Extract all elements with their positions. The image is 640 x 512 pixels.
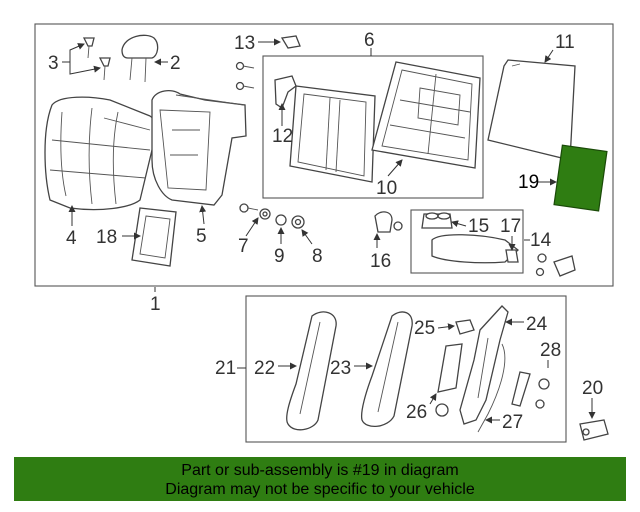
pocket-panel[interactable] xyxy=(131,207,177,267)
callout-11: 11 xyxy=(555,32,575,53)
cover-13[interactable] xyxy=(280,35,301,49)
callout-13: 13 xyxy=(234,33,255,54)
callout-27: 27 xyxy=(502,412,523,433)
striker-28[interactable] xyxy=(511,371,531,407)
side-trim-23[interactable] xyxy=(360,311,413,427)
cup-holder-15[interactable] xyxy=(421,212,453,229)
callout-labels: 1 2 3 4 5 6 7 8 9 10 11 12 13 14 15 16 1… xyxy=(48,30,603,433)
callout-28: 28 xyxy=(540,340,561,361)
vehicle-fit-banner: Part or sub-assembly is #19 in diagram D… xyxy=(14,457,626,501)
callout-10: 10 xyxy=(376,178,397,199)
callout-25: 25 xyxy=(414,318,435,339)
banner-line-2: Diagram may not be specific to your vehi… xyxy=(165,481,475,498)
seat-back-frame-assembly[interactable] xyxy=(274,75,376,183)
callout-2: 2 xyxy=(170,53,181,74)
callout-26: 26 xyxy=(406,402,427,423)
seat-back-frame[interactable] xyxy=(151,89,247,206)
subassembly-frame-14 xyxy=(410,209,524,274)
hardware-lower xyxy=(535,378,550,409)
callout-8: 8 xyxy=(312,246,323,267)
subassembly-frame-6 xyxy=(262,55,484,199)
trim-26[interactable] xyxy=(435,343,463,417)
cable-27[interactable] xyxy=(477,343,506,433)
callout-5: 5 xyxy=(196,226,207,247)
callout-1: 1 xyxy=(150,294,161,315)
callout-15: 15 xyxy=(468,216,489,237)
headrest-guides[interactable] xyxy=(82,37,111,81)
callout-14: 14 xyxy=(530,230,552,251)
lower-assembly-frame xyxy=(245,295,567,443)
bolts-upper xyxy=(235,61,255,91)
clip-20[interactable] xyxy=(579,419,609,441)
callout-4: 4 xyxy=(66,228,77,249)
washer-7[interactable] xyxy=(259,208,271,220)
leader-lines xyxy=(62,38,596,424)
callout-16: 16 xyxy=(370,251,391,272)
headrest[interactable] xyxy=(121,34,159,83)
seat-back-cushion[interactable] xyxy=(44,96,158,211)
clip-25[interactable] xyxy=(455,319,475,335)
callout-3: 3 xyxy=(48,53,59,74)
callout-9: 9 xyxy=(274,246,285,267)
seat-back-trim-panel[interactable] xyxy=(487,59,576,161)
seat-back-panel[interactable] xyxy=(371,61,481,169)
callout-18: 18 xyxy=(96,227,117,248)
armrest-14[interactable] xyxy=(431,234,520,264)
callout-20: 20 xyxy=(582,378,603,399)
banner-line-1: Part or sub-assembly is #19 in diagram xyxy=(181,462,459,479)
clip-17[interactable] xyxy=(505,249,519,263)
side-trim-22[interactable] xyxy=(286,311,337,431)
highlighted-part-19[interactable] xyxy=(553,144,608,212)
callout-6: 6 xyxy=(364,30,375,51)
bushing-9[interactable] xyxy=(275,214,287,226)
callout-12: 12 xyxy=(272,126,293,147)
nut-8[interactable] xyxy=(291,215,305,229)
callout-21: 21 xyxy=(215,358,236,379)
callout-23: 23 xyxy=(330,358,351,379)
assembly-frame xyxy=(34,23,614,287)
trim-16[interactable] xyxy=(374,211,403,233)
callout-7: 7 xyxy=(238,236,249,257)
callout-22: 22 xyxy=(254,358,275,379)
callout-19: 19 xyxy=(518,172,539,193)
callout-17: 17 xyxy=(500,216,521,237)
callout-24: 24 xyxy=(526,314,548,335)
hardware-14 xyxy=(535,253,576,277)
bolt-7[interactable] xyxy=(239,203,259,213)
bracket-24[interactable] xyxy=(459,305,509,425)
